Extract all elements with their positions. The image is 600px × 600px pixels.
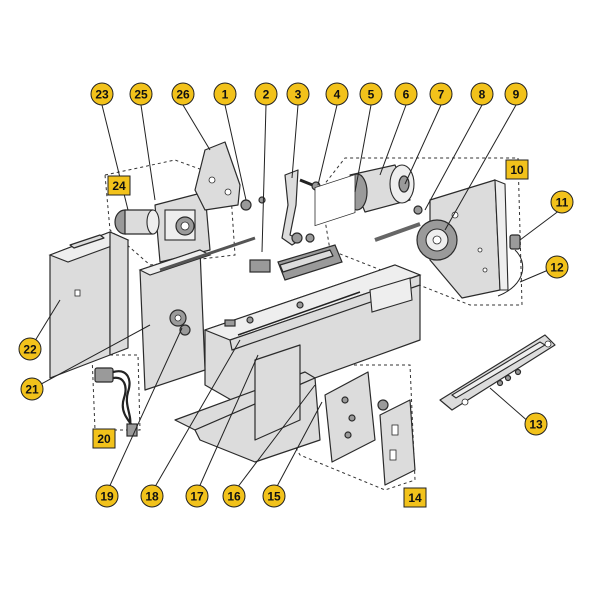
svg-text:17: 17 [190, 490, 204, 504]
group-label-10: 10 [505, 159, 529, 180]
callout-2: 2 [254, 82, 278, 106]
left-side-plate [138, 236, 271, 391]
main-chassis [174, 174, 422, 463]
callout-13: 13 [524, 412, 548, 436]
svg-text:21: 21 [25, 383, 39, 397]
group-label-14: 14 [403, 487, 427, 508]
callout-17: 17 [185, 484, 209, 508]
callout-5: 5 [359, 82, 383, 106]
callout-12: 12 [545, 255, 569, 279]
group-20-outline [91, 354, 141, 431]
lever-arm [281, 169, 315, 246]
control-board [324, 371, 416, 486]
svg-text:5: 5 [368, 88, 375, 102]
svg-text:10: 10 [510, 163, 524, 177]
svg-text:13: 13 [529, 418, 543, 432]
svg-text:24: 24 [112, 179, 126, 193]
svg-text:11: 11 [556, 196, 569, 210]
callout-9: 9 [504, 82, 528, 106]
limit-switch-assembly [94, 367, 138, 437]
svg-text:18: 18 [145, 490, 159, 504]
callout-22: 22 [18, 337, 42, 361]
callouts: 23 25 26 1 2 3 4 5 [18, 82, 574, 508]
motor-bracket-assembly [114, 191, 211, 263]
svg-text:6: 6 [403, 88, 410, 102]
callout-21: 21 [20, 377, 44, 401]
callout-16: 16 [222, 484, 246, 508]
group-label-20: 20 [92, 428, 116, 449]
rack-bar [439, 334, 556, 411]
svg-text:23: 23 [95, 88, 109, 102]
group-14-outline [279, 364, 416, 491]
callout-4: 4 [325, 82, 349, 106]
callout-25: 25 [129, 82, 153, 106]
svg-text:8: 8 [479, 88, 486, 102]
svg-text:9: 9 [513, 88, 520, 102]
callout-19: 19 [95, 484, 119, 508]
svg-text:14: 14 [408, 491, 422, 505]
bracket-plate [194, 141, 266, 211]
callout-26: 26 [171, 82, 195, 106]
group-label-24: 24 [107, 175, 131, 196]
group-labels: 10 14 20 24 [92, 159, 529, 508]
group-24-outline [104, 159, 236, 266]
svg-text:15: 15 [267, 490, 281, 504]
svg-text:12: 12 [550, 261, 564, 275]
cabinet-housing [48, 231, 130, 379]
svg-text:16: 16 [227, 490, 241, 504]
callout-11: 11 [550, 190, 574, 214]
svg-text:19: 19 [100, 490, 114, 504]
svg-text:4: 4 [334, 88, 341, 102]
callout-15: 15 [262, 484, 286, 508]
svg-text:7: 7 [438, 88, 445, 102]
svg-text:1: 1 [222, 88, 229, 102]
callout-6: 6 [394, 82, 418, 106]
callout-8: 8 [470, 82, 494, 106]
svg-text:25: 25 [134, 88, 148, 102]
callout-1: 1 [213, 82, 237, 106]
callout-3: 3 [286, 82, 310, 106]
callout-7: 7 [429, 82, 453, 106]
svg-text:22: 22 [23, 343, 37, 357]
svg-text:26: 26 [176, 88, 190, 102]
svg-text:2: 2 [263, 88, 270, 102]
svg-text:20: 20 [97, 432, 111, 446]
callout-18: 18 [140, 484, 164, 508]
right-side-plate [374, 179, 524, 299]
callout-23: 23 [90, 82, 114, 106]
svg-text:3: 3 [295, 88, 302, 102]
